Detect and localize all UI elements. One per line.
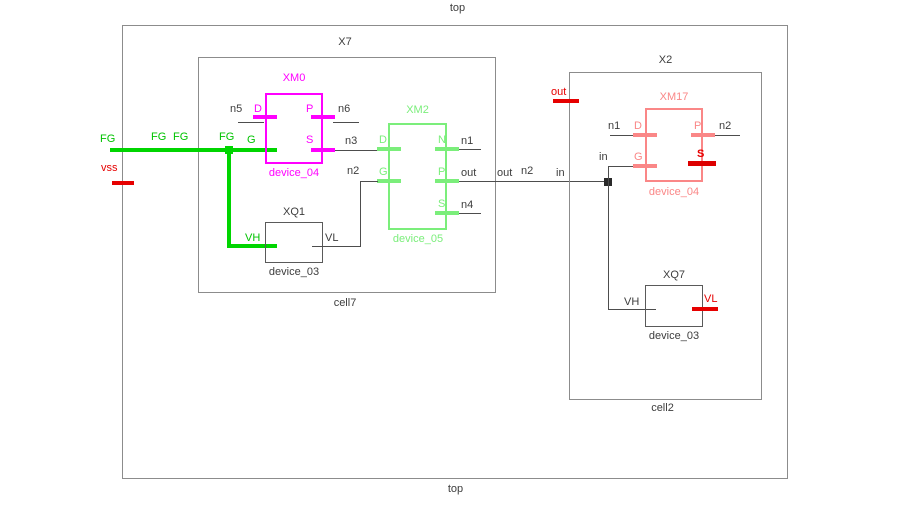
fg-net-label-1[interactable]: FG bbox=[100, 133, 116, 145]
net-n2-label-xm2[interactable]: n2 bbox=[347, 165, 360, 177]
xm2-pin-p-label: P bbox=[438, 166, 446, 178]
xm0-pin-g-label: G bbox=[247, 134, 256, 146]
xq7-pin-vl-label: VL bbox=[704, 293, 718, 305]
xm2-pin-p-bar[interactable] bbox=[435, 179, 459, 183]
net-n4-stub[interactable] bbox=[459, 213, 481, 214]
out-port-bar bbox=[553, 99, 579, 103]
in-wire-to-xq7-vh[interactable] bbox=[608, 309, 656, 310]
xq1-vl-wire[interactable] bbox=[312, 246, 360, 247]
xm17-device-type-label: device_04 bbox=[648, 186, 700, 198]
net-n1-label-x2[interactable]: n1 bbox=[608, 120, 621, 132]
xq7-device-box[interactable] bbox=[645, 285, 703, 327]
xm2-pin-s-label: S bbox=[438, 198, 446, 210]
xq7-vl-port-bar bbox=[692, 307, 718, 311]
net-out-label-xm2[interactable]: out bbox=[461, 167, 477, 179]
xm2-pin-g-bar[interactable] bbox=[377, 179, 401, 183]
xq1-pin-vh-label: VH bbox=[245, 232, 261, 244]
xm17-pin-p-label: P bbox=[694, 120, 702, 132]
xm17-device-box[interactable] bbox=[645, 108, 703, 182]
cell2-label: cell2 bbox=[651, 402, 674, 414]
xm0-pin-p-label: P bbox=[306, 103, 314, 115]
xm2-pin-d-label: D bbox=[379, 134, 387, 146]
net-n5-label[interactable]: n5 bbox=[230, 103, 243, 115]
fg-wire-to-vh[interactable] bbox=[227, 244, 277, 248]
xm0-pin-d-label: D bbox=[254, 103, 262, 115]
xm0-pin-s-bar[interactable] bbox=[311, 148, 335, 152]
net-n2-label-x2[interactable]: n2 bbox=[719, 120, 732, 132]
net-n6-stub[interactable] bbox=[333, 122, 359, 123]
xm0-pin-d-bar[interactable] bbox=[253, 115, 277, 119]
fg-wire-vertical[interactable] bbox=[227, 148, 231, 248]
in-net-label[interactable]: in bbox=[556, 167, 565, 179]
top-cell-label-bottom: top bbox=[447, 483, 464, 495]
xm17-instance-label: XM17 bbox=[659, 91, 689, 103]
n2-net-label-top[interactable]: n2 bbox=[521, 165, 534, 177]
xq7-pin-vh-label: VH bbox=[624, 296, 640, 308]
xm17-pin-s-bar[interactable] bbox=[688, 161, 716, 166]
fg-wire-horizontal[interactable] bbox=[110, 148, 277, 152]
xm0-instance-label: XM0 bbox=[282, 72, 306, 84]
vss-port-bar bbox=[112, 181, 134, 185]
xm2-pin-g-label: G bbox=[379, 166, 388, 178]
xq1-device-box[interactable] bbox=[265, 222, 323, 263]
xm17-pin-g-label: G bbox=[634, 151, 643, 163]
xm0-pin-s-label: S bbox=[306, 134, 314, 146]
xq7-device-type-label: device_03 bbox=[648, 330, 700, 342]
xm0-pin-p-bar[interactable] bbox=[311, 115, 335, 119]
xq7-instance-label: XQ7 bbox=[662, 269, 685, 281]
xm2-device-type-label: device_05 bbox=[392, 233, 444, 245]
xm17-pin-p-bar[interactable] bbox=[691, 133, 715, 137]
xm17-pin-s-label: S bbox=[697, 148, 705, 160]
n2-wire-to-g[interactable] bbox=[360, 181, 378, 182]
xm2-pin-n-bar[interactable] bbox=[435, 147, 459, 151]
xq1-pin-vl-label: VL bbox=[325, 232, 339, 244]
net-in-label-g[interactable]: in bbox=[599, 151, 608, 163]
xq1-instance-label: XQ1 bbox=[282, 206, 305, 218]
xq1-device-type-label: device_03 bbox=[268, 266, 320, 278]
xm17-pin-d-label: D bbox=[634, 120, 642, 132]
net-n5-stub[interactable] bbox=[238, 122, 264, 123]
net-n2-stub-x2[interactable] bbox=[715, 135, 740, 136]
out-net-wire[interactable] bbox=[459, 181, 609, 182]
out-port-label[interactable]: out bbox=[551, 86, 567, 98]
net-n6-label[interactable]: n6 bbox=[338, 103, 351, 115]
xm17-pin-g-bar[interactable] bbox=[633, 164, 657, 168]
x7-instance-label: X7 bbox=[338, 36, 352, 48]
fg-net-label-3[interactable]: FG bbox=[173, 131, 189, 143]
fg-net-label-4[interactable]: FG bbox=[219, 131, 235, 143]
cell7-label: cell7 bbox=[333, 297, 357, 309]
xm2-pin-d-bar[interactable] bbox=[377, 147, 401, 151]
net-n3-label[interactable]: n3 bbox=[345, 135, 358, 147]
net-n1-label[interactable]: n1 bbox=[461, 135, 474, 147]
xm0-device-type-label: device_04 bbox=[268, 167, 320, 179]
top-cell-boundary[interactable] bbox=[122, 25, 788, 479]
net-n3-wire[interactable] bbox=[335, 150, 379, 151]
net-n1-stub-x2[interactable] bbox=[610, 135, 633, 136]
in-wire-down[interactable] bbox=[608, 181, 609, 310]
in-wire-up[interactable] bbox=[608, 166, 609, 182]
x7-cell-boundary[interactable] bbox=[198, 57, 496, 293]
xm2-pin-s-bar[interactable] bbox=[435, 211, 459, 215]
fg-net-label-2[interactable]: FG bbox=[151, 131, 167, 143]
xm17-pin-d-bar[interactable] bbox=[633, 133, 657, 137]
x2-cell-boundary[interactable] bbox=[569, 72, 762, 400]
x2-instance-label: X2 bbox=[658, 54, 673, 66]
net-n4-label[interactable]: n4 bbox=[461, 199, 474, 211]
xm2-pin-n-label: N bbox=[438, 134, 446, 146]
xm0-device-box[interactable] bbox=[265, 93, 323, 164]
in-wire-to-xm17-g[interactable] bbox=[608, 166, 634, 167]
net-n1-stub[interactable] bbox=[459, 149, 481, 150]
out-net-label[interactable]: out bbox=[497, 167, 513, 179]
xm2-device-box[interactable] bbox=[388, 123, 447, 230]
xm2-instance-label: XM2 bbox=[406, 104, 429, 116]
vss-port-label[interactable]: vss bbox=[101, 162, 118, 174]
n2-wire-vertical[interactable] bbox=[360, 181, 361, 247]
top-cell-label-top: top bbox=[449, 2, 466, 14]
